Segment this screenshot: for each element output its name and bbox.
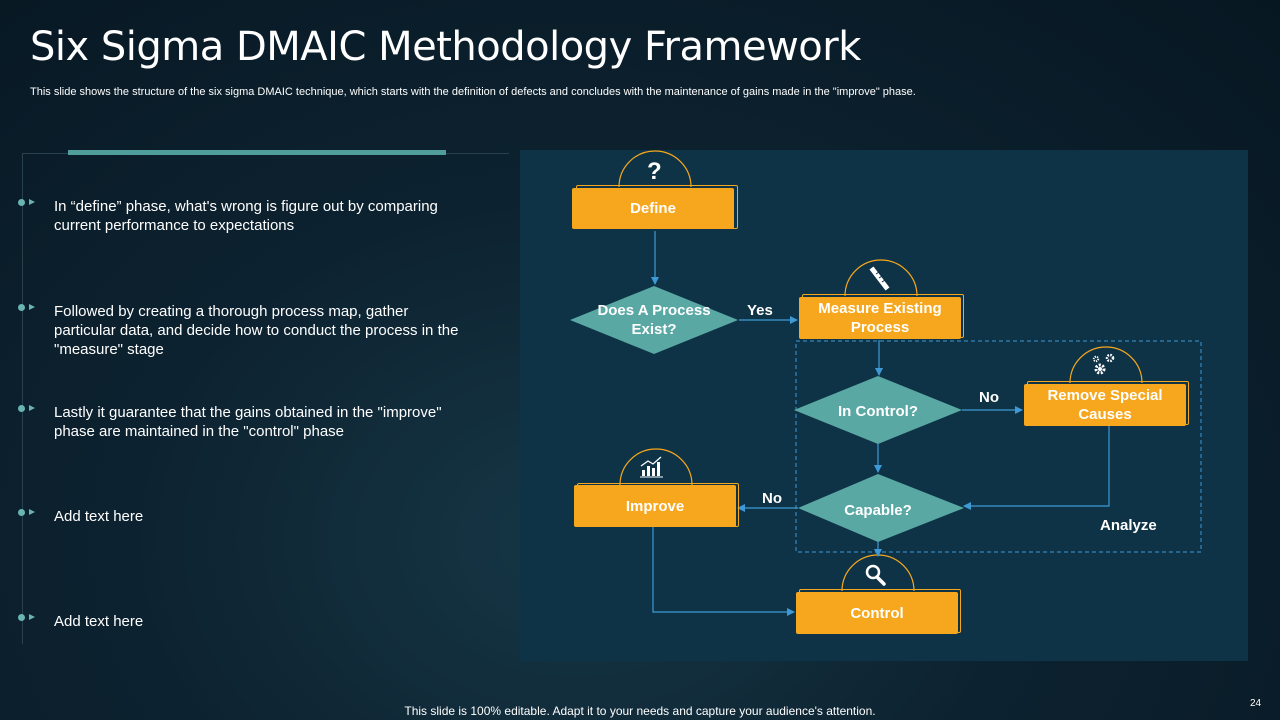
diamond-process-exist xyxy=(570,286,738,354)
capable-label: Capable? xyxy=(844,501,912,519)
measure-icon-arc xyxy=(844,259,918,297)
ruler-icon xyxy=(869,266,890,291)
slide-title: Six Sigma DMAIC Methodology Framework xyxy=(30,24,861,70)
no-label-in-control: No xyxy=(979,389,999,406)
remove-special-causes-box: Remove Special Causes xyxy=(1024,384,1186,426)
diamond-in-control xyxy=(794,376,962,444)
bullet-item: Add text here xyxy=(14,612,464,631)
page-number: 24 xyxy=(1250,698,1262,709)
accent-bar xyxy=(68,150,446,155)
connector-improve-to-control xyxy=(652,526,795,616)
improve-icon-arc xyxy=(619,448,693,486)
remove-icon-arc xyxy=(1069,346,1143,384)
footer-note: This slide is 100% editable. Adapt it to… xyxy=(404,704,876,718)
gears-icon xyxy=(1092,353,1115,375)
no-label-capable: No xyxy=(762,490,782,507)
bullet-marker-icon xyxy=(14,197,54,215)
improve-box: Improve xyxy=(574,485,736,527)
bullet-item: Lastly it guarantee that the gains obtai… xyxy=(14,403,464,441)
bullet-item: In “define” phase, what's wrong is figur… xyxy=(14,197,464,235)
bullet-text: Lastly it guarantee that the gains obtai… xyxy=(54,404,442,440)
chart-icon xyxy=(640,456,663,478)
bullet-item: Add text here xyxy=(14,507,464,526)
process-exist-label: Does A Process Exist? xyxy=(597,302,711,338)
measure-box: Measure Existing Process xyxy=(799,297,961,339)
bullet-text: Add text here xyxy=(54,508,144,525)
connector-remove-to-capable xyxy=(963,426,1110,510)
flowchart-connectors xyxy=(570,150,1202,616)
bullet-marker-icon xyxy=(14,302,54,320)
bullet-text: In “define” phase, what's wrong is figur… xyxy=(54,198,438,234)
question-icon: ? xyxy=(647,158,662,185)
slide-subtitle: This slide shows the structure of the si… xyxy=(30,86,916,98)
control-box: Control xyxy=(796,592,958,634)
flowchart-panel: ? Define Measure Existing Process Remove… xyxy=(520,150,1248,661)
define-icon-arc xyxy=(618,150,692,188)
bullet-item: Followed by creating a thorough process … xyxy=(14,302,464,359)
bullet-marker-icon xyxy=(14,612,54,630)
analyze-label: Analyze xyxy=(1100,517,1157,534)
bullet-text: Followed by creating a thorough process … xyxy=(54,303,459,358)
diamond-capable xyxy=(798,474,964,542)
yes-label: Yes xyxy=(747,302,773,319)
bullet-marker-icon xyxy=(14,403,54,421)
magnifier-icon xyxy=(865,564,886,586)
define-box: Define xyxy=(572,188,734,229)
in-control-label: In Control? xyxy=(838,402,918,420)
bullet-text: Add text here xyxy=(54,613,144,630)
bullet-marker-icon xyxy=(14,507,54,525)
